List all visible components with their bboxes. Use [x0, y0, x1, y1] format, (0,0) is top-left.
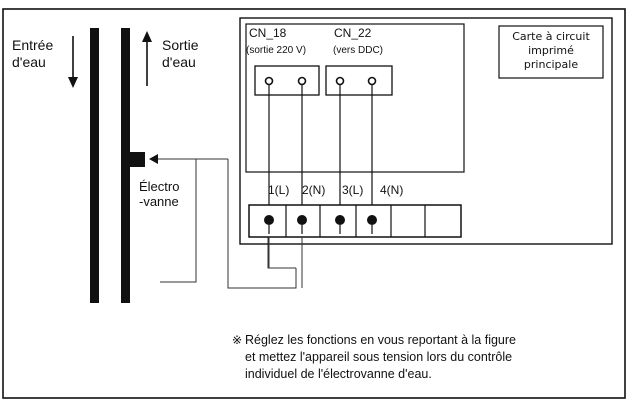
- cn18-pin-1: [264, 76, 274, 86]
- inlet-pipe: [90, 28, 99, 303]
- cn18-connector: [254, 65, 320, 96]
- board-label-line2: imprimé: [528, 44, 574, 57]
- note-line2: et mettez l'appareil sous tension lors d…: [245, 350, 512, 364]
- connector-area-box: [245, 23, 465, 173]
- terminal-label-2: 2(N): [302, 183, 325, 197]
- terminal-screw-4: [367, 215, 377, 225]
- board-label-line3: principale: [524, 58, 578, 71]
- inlet-arrow-icon: [68, 36, 78, 88]
- cn18-pin-2: [297, 76, 307, 86]
- cn22-pin-1: [335, 76, 345, 86]
- board-label-box: [498, 25, 604, 79]
- inlet-label-line2: d'eau: [12, 54, 46, 70]
- cn22-pin-2: [367, 76, 377, 86]
- wire-arrow-icon: [149, 154, 158, 164]
- valve-label-line2: -vanne: [139, 194, 179, 209]
- main-board-box: [239, 17, 613, 245]
- outlet-pipe: [121, 28, 130, 303]
- cn18-name: CN_18: [249, 26, 287, 40]
- outlet-label-line2: d'eau: [162, 54, 196, 70]
- board-label-line1: Carte à circuit: [512, 30, 590, 43]
- inlet-label-line1: Entrée: [12, 37, 53, 53]
- wire-loop-lower: [227, 159, 297, 289]
- outlet-arrow-icon: [142, 31, 152, 86]
- cn22-name: CN_22: [334, 26, 372, 40]
- outlet-label-line1: Sortie: [162, 37, 199, 53]
- terminal-screw-1: [264, 215, 274, 225]
- note-line1: Réglez les fonctions en vous reportant à…: [245, 333, 516, 347]
- wire-loop-inner: [267, 230, 296, 269]
- wire-to-valve-top: [160, 158, 228, 283]
- terminal-screw-posts: [268, 225, 373, 234]
- cn18-description: (sortie 220 V): [246, 45, 306, 56]
- outer-frame: [2, 8, 626, 399]
- cn22-connector: [325, 65, 393, 96]
- terminal-screw-3: [335, 215, 345, 225]
- terminal-label-3: 3(L): [342, 183, 363, 197]
- solenoid-valve-block: [128, 152, 145, 167]
- terminal-strip: [248, 204, 462, 238]
- terminal-label-1: 1(L): [268, 183, 289, 197]
- terminal-strip-dividers: [285, 205, 426, 237]
- note-line3: individuel de l'électrovanne d'eau.: [245, 367, 432, 381]
- note-symbol: ※: [232, 333, 242, 347]
- terminal-label-4: 4(N): [380, 183, 403, 197]
- terminal-screw-2: [297, 215, 307, 225]
- valve-label-line1: Électro: [139, 179, 179, 194]
- cn22-description: (vers DDC): [333, 45, 383, 56]
